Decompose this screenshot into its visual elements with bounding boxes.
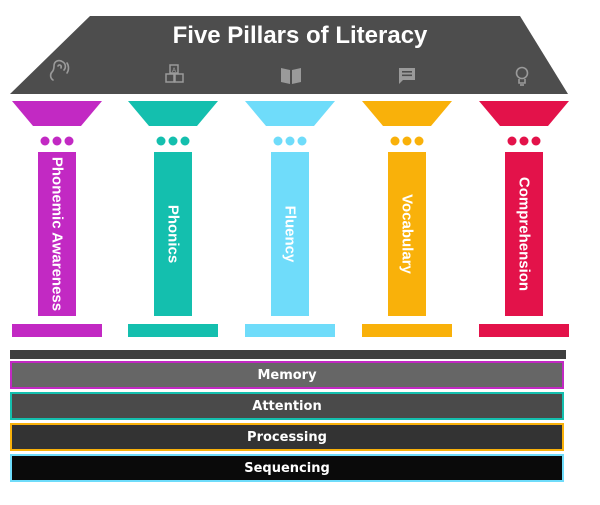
pillar-phonics xyxy=(128,101,218,337)
pillar-label: Phonics xyxy=(164,204,182,264)
pillar-dot xyxy=(531,136,541,146)
pillar-label: Fluency xyxy=(281,205,299,263)
pillar-dot xyxy=(156,136,166,146)
svg-text:A: A xyxy=(172,67,177,74)
pillar-base xyxy=(12,324,102,337)
pillar-shaft xyxy=(505,152,543,316)
foundation-band-sequencing: Sequencing xyxy=(10,454,564,482)
pillar-base xyxy=(245,324,335,337)
pillars xyxy=(12,101,569,337)
roof xyxy=(10,16,568,94)
pillar-dot xyxy=(168,136,178,146)
pillar-shaft xyxy=(38,152,76,316)
pillar-capital xyxy=(12,101,102,126)
pillar-dot xyxy=(40,136,50,146)
pillar-capital xyxy=(128,101,218,126)
pillar-dot xyxy=(519,136,529,146)
blocks-icon: A xyxy=(165,64,184,83)
lightbulb-icon xyxy=(515,66,529,86)
pillar-dot xyxy=(390,136,400,146)
pillar-dot xyxy=(507,136,517,146)
chat-icon xyxy=(399,68,415,84)
pillar-fluency xyxy=(245,101,335,337)
pillar-shaft xyxy=(388,152,426,316)
pillar-capital xyxy=(245,101,335,126)
pillar-dot xyxy=(285,136,295,146)
pillar-capital xyxy=(362,101,452,126)
pillar-dot xyxy=(64,136,74,146)
pillar-dot xyxy=(180,136,190,146)
pillar-capital xyxy=(479,101,569,126)
pillar-label: Vocabulary xyxy=(398,194,416,274)
foundation-top-bar xyxy=(10,350,566,359)
pillar-vocabulary xyxy=(362,101,452,337)
pillar-base xyxy=(362,324,452,337)
pillar-phonemic-awareness xyxy=(12,101,102,337)
pillar-label: Phonemic Awareness xyxy=(48,156,66,312)
pillar-dot xyxy=(297,136,307,146)
book-icon xyxy=(281,68,301,84)
pillar-label: Comprehension xyxy=(515,176,533,292)
ear-icon xyxy=(49,59,70,81)
pillar-dot xyxy=(402,136,412,146)
pillar-dot xyxy=(52,136,62,146)
pillar-shaft xyxy=(271,152,309,316)
foundation-band-memory: Memory xyxy=(10,361,564,389)
pillar-comprehension xyxy=(479,101,569,337)
pillar-shaft xyxy=(154,152,192,316)
pillar-base xyxy=(479,324,569,337)
foundation-band-processing: Processing xyxy=(10,423,564,451)
diagram-title: Five Pillars of Literacy xyxy=(172,22,428,49)
pillar-dot xyxy=(414,136,424,146)
pillar-base xyxy=(128,324,218,337)
foundation-band-attention: Attention xyxy=(10,392,564,420)
pillar-dot xyxy=(273,136,283,146)
